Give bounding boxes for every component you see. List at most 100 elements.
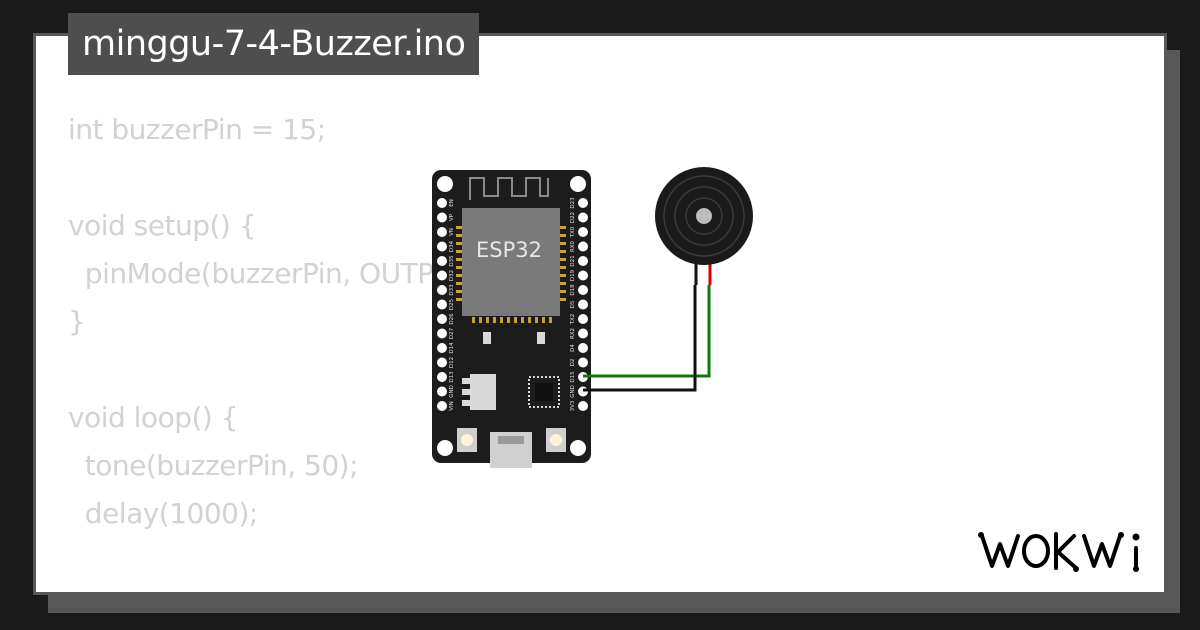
pin-d27[interactable] bbox=[437, 328, 447, 339]
chip-pad bbox=[549, 317, 552, 323]
pin-tx0[interactable] bbox=[578, 227, 588, 237]
buzzer-center bbox=[696, 208, 712, 224]
chip-pad bbox=[535, 317, 538, 323]
code-line: } bbox=[68, 305, 86, 338]
pin-d35[interactable] bbox=[437, 256, 447, 266]
project-card[interactable]: int buzzerPin = 15;void setup() { pinMod… bbox=[33, 33, 1167, 595]
logo-dot bbox=[1118, 532, 1124, 538]
regulator-pin bbox=[462, 400, 470, 406]
pin-label: VIN bbox=[449, 401, 455, 411]
pin-gnd[interactable] bbox=[437, 386, 447, 397]
pin-d14[interactable] bbox=[437, 343, 447, 353]
buzzer-ring bbox=[663, 175, 745, 257]
pin-d25[interactable] bbox=[437, 299, 447, 310]
code-preview: int buzzerPin = 15;void setup() { pinMod… bbox=[68, 106, 490, 592]
ground-wire[interactable] bbox=[583, 285, 697, 392]
pin-d4[interactable] bbox=[578, 343, 588, 353]
chip-pad bbox=[507, 317, 510, 323]
chip-pad bbox=[560, 298, 566, 301]
pin-d13[interactable] bbox=[437, 372, 447, 382]
pin-vn[interactable] bbox=[437, 227, 447, 237]
pin-label: D27 bbox=[449, 327, 455, 339]
logo-dot bbox=[1132, 533, 1140, 541]
logo-dot bbox=[1073, 566, 1079, 572]
pin-d32[interactable] bbox=[437, 270, 447, 281]
pin-label: TX2 bbox=[570, 314, 576, 326]
buzzer-ring bbox=[685, 197, 723, 235]
pin-rx2[interactable] bbox=[578, 328, 588, 339]
pin-d22[interactable] bbox=[578, 212, 588, 223]
pin-en[interactable] bbox=[437, 198, 447, 208]
code-line: int buzzerPin = 15; bbox=[68, 113, 326, 146]
pin-label: VN bbox=[449, 228, 455, 236]
esp32-chip bbox=[462, 208, 560, 316]
pin-label: D15 bbox=[570, 371, 576, 383]
pin-d26[interactable] bbox=[437, 314, 447, 324]
antenna-trace bbox=[469, 177, 549, 200]
usb-port-inner bbox=[498, 436, 524, 444]
pin-header-left: ENVPVND34D35D32D33D25D26D27D14D12D13GNDV… bbox=[437, 198, 455, 411]
en-button-cap bbox=[461, 434, 473, 446]
chip-pad bbox=[456, 274, 462, 277]
chip-pad bbox=[493, 317, 496, 323]
pin-label: 3V3 bbox=[570, 400, 576, 411]
pin-d21[interactable] bbox=[578, 256, 588, 266]
chip-pad bbox=[456, 258, 462, 261]
pin-label: D14 bbox=[449, 342, 455, 354]
pin-label: D26 bbox=[449, 313, 455, 325]
buzzer[interactable] bbox=[655, 167, 753, 285]
pin-d12[interactable] bbox=[437, 357, 447, 368]
pin-label: VP bbox=[449, 213, 455, 221]
pin-vin[interactable] bbox=[437, 401, 447, 411]
pin-d34[interactable] bbox=[437, 241, 447, 252]
chip-pad bbox=[456, 266, 462, 269]
code-line: delay(1000); bbox=[68, 497, 259, 530]
mounting-hole bbox=[437, 176, 453, 192]
esp32-board[interactable]: ESP32 ENVPVND34D35D32D33D25D26D27D14D12D… bbox=[432, 170, 591, 468]
pin-d23[interactable] bbox=[578, 198, 588, 208]
chip-pad bbox=[528, 317, 531, 323]
pin-label: D12 bbox=[449, 357, 455, 368]
pin-vp[interactable] bbox=[437, 212, 447, 223]
chip-pad bbox=[500, 317, 503, 323]
mounting-hole bbox=[570, 440, 586, 456]
chip-pad bbox=[560, 266, 566, 269]
chip-pads bbox=[456, 226, 566, 323]
pin-d33[interactable] bbox=[437, 285, 447, 295]
chip-pad bbox=[456, 234, 462, 237]
pin-label: D32 bbox=[449, 270, 455, 281]
project-title: minggu-7-4-Buzzer.ino bbox=[68, 13, 480, 75]
regulator-pin bbox=[462, 389, 470, 395]
chip-pad bbox=[456, 298, 462, 301]
pin-label: D19 bbox=[570, 269, 576, 281]
pin-label: GND bbox=[449, 385, 455, 398]
pin-tx2[interactable] bbox=[578, 314, 588, 324]
chip-pad bbox=[456, 242, 462, 245]
pin-d2[interactable] bbox=[578, 357, 588, 368]
wokwi-logo bbox=[978, 532, 1140, 572]
pin-label: D33 bbox=[449, 284, 455, 296]
pin-d18[interactable] bbox=[578, 285, 588, 295]
pin-label: EN bbox=[449, 199, 455, 207]
pin-label: D2 bbox=[570, 359, 576, 367]
chip-pad bbox=[560, 234, 566, 237]
code-line: void setup() { bbox=[68, 209, 257, 242]
chip-pad bbox=[472, 317, 475, 323]
pin-rx0[interactable] bbox=[578, 241, 588, 252]
buzzer-ring bbox=[674, 186, 734, 246]
chip-pad bbox=[560, 282, 566, 285]
pin-d19[interactable] bbox=[578, 270, 588, 281]
pin-label: D35 bbox=[449, 255, 455, 267]
pin-label: D5 bbox=[570, 300, 576, 308]
signal-wire[interactable] bbox=[583, 285, 711, 378]
pin-d5[interactable] bbox=[578, 299, 588, 310]
mounting-hole bbox=[570, 176, 586, 192]
chip-pad bbox=[560, 226, 566, 229]
boot-button-cap bbox=[550, 434, 562, 446]
logo-dot bbox=[978, 532, 984, 538]
voltage-regulator bbox=[470, 374, 496, 410]
pin-label: D13 bbox=[449, 371, 455, 383]
pin-3v3[interactable] bbox=[578, 401, 588, 411]
chip-pad bbox=[560, 250, 566, 253]
